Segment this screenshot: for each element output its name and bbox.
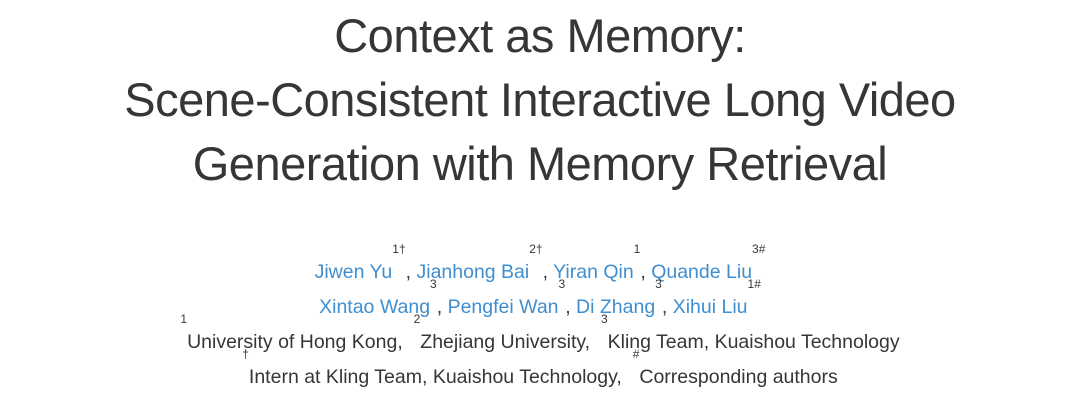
author-separator: , [640,261,646,283]
author-separator: , [661,296,668,318]
author-link[interactable]: Quande Liu [651,261,753,283]
affiliation-mark: 2 [413,312,421,326]
author-line-1: Jiwen Yu1†, Jianhong Bai2†, Yiran Qin1, … [0,243,1080,290]
author-affiliation-mark: 1# [747,277,761,291]
affiliation-line: 1University of Hong Kong, 2Zhejiang Univ… [0,313,1080,360]
author-link[interactable]: Di Zhang [576,296,656,318]
note-text: Corresponding authors [639,366,838,388]
title-line-3: Generation with Memory Retrieval [192,137,888,190]
author-separator: , [436,296,443,318]
note-mark: # [632,347,640,361]
author-block: Jiwen Yu1†, Jianhong Bai2†, Yiran Qin1, … [0,243,1080,395]
author-separator: , [565,296,571,318]
author-link[interactable]: Xintao Wang [319,296,431,318]
author-affiliation-mark: 2† [529,242,543,256]
affiliation-mark: 1 [180,312,188,326]
title-line-1: Context as Memory: [334,9,746,62]
affiliation-text: University of Hong Kong, [187,331,403,353]
notes-line: † Intern at Kling Team, Kuaishou Technolo… [0,348,1080,395]
affiliation-mark: 3 [600,312,608,326]
author-separator: , [405,261,412,283]
paper-title: Context as Memory: Scene-Consistent Inte… [0,0,1080,196]
title-line-2: Scene-Consistent Interactive Long Video [124,73,956,126]
author-affiliation-mark: 3 [430,277,437,291]
author-affiliation-mark: 3 [655,277,662,291]
author-link[interactable]: Pengfei Wan [447,296,559,318]
author-link[interactable]: Jianhong Bai [416,261,530,283]
author-affiliation-mark: 3# [752,242,766,256]
author-link[interactable]: Xihui Liu [672,296,748,318]
author-separator: , [542,261,549,283]
author-link[interactable]: Yiran Qin [553,261,634,283]
note-mark: † [242,347,249,361]
author-affiliation-mark: 1† [392,242,406,256]
author-affiliation-mark: 3 [558,277,566,291]
author-affiliation-mark: 1 [633,242,641,256]
author-link[interactable]: Jiwen Yu [314,261,393,283]
affiliation-text: Kling Team, Kuaishou Technology [607,331,900,353]
affiliation-text: Zhejiang University, [420,331,591,353]
note-text: Intern at Kling Team, Kuaishou Technolog… [248,366,622,388]
author-line-2: Xintao Wang3, Pengfei Wan3, Di Zhang3, X… [0,278,1080,325]
